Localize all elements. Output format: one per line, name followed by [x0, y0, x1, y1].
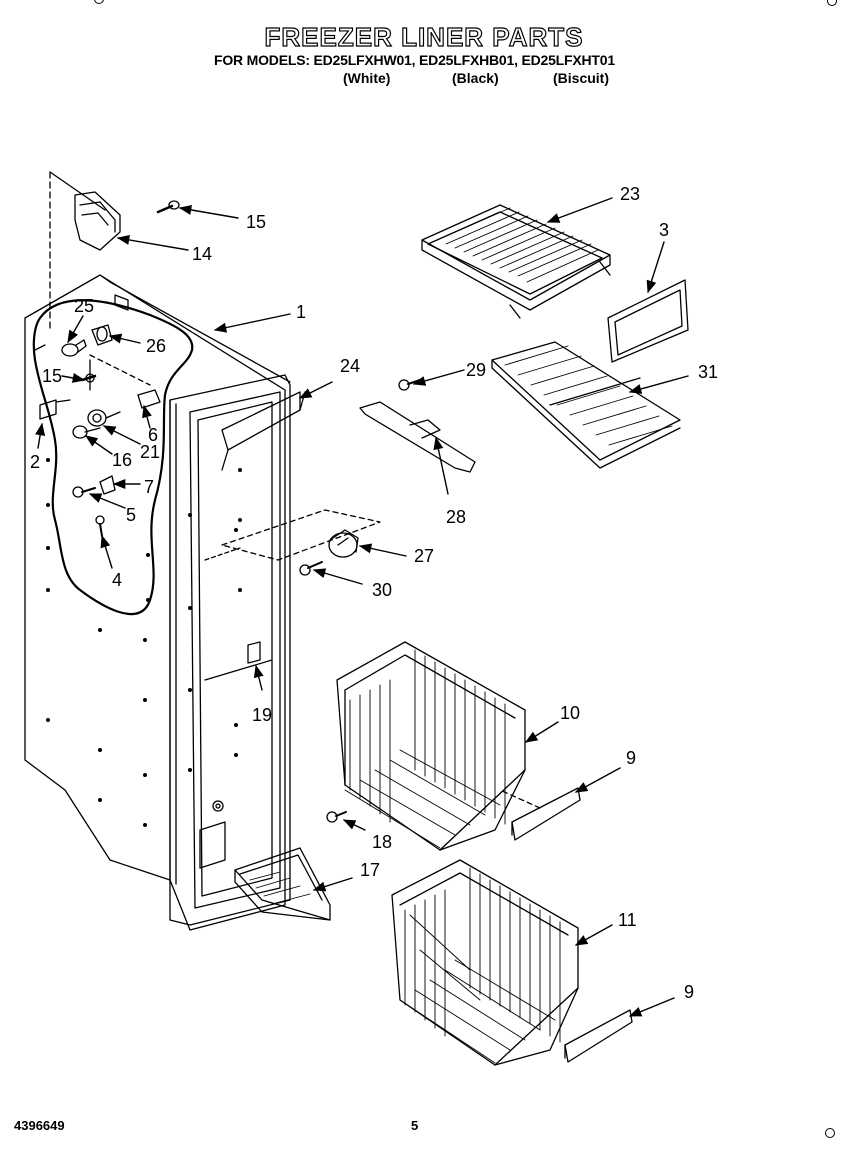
page-header: FREEZER LINER PARTS: [0, 21, 848, 52]
basket-front-9-top: [499, 787, 581, 841]
callout-28: 28: [446, 507, 466, 527]
callout-15-lower: 15: [42, 366, 62, 386]
callout-5: 5: [126, 505, 136, 525]
document-number: 4396649: [14, 1118, 65, 1133]
callout-26: 26: [146, 336, 166, 356]
bracket-28: [359, 401, 476, 473]
clip-6: [137, 389, 161, 409]
callout-25: 25: [74, 296, 94, 316]
models-line: FOR MODELS: ED25LFXHW01, ED25LFXHB01, ED…: [214, 52, 615, 68]
basket-10: [336, 641, 526, 851]
variant-black: (Black): [452, 70, 499, 86]
damper-27: [221, 509, 381, 561]
callout-30: 30: [372, 580, 392, 600]
freezer-liner-body: [24, 171, 291, 931]
shelf-23: [421, 204, 611, 319]
callout-11: 11: [618, 910, 637, 930]
basket-11: [391, 859, 579, 1066]
callout-9-top: 9: [626, 748, 636, 768]
screw-30: [299, 561, 323, 576]
bulb-25: [61, 339, 87, 357]
variant-white: (White): [343, 70, 391, 86]
screw-4: [95, 515, 105, 537]
callout-19: 19: [252, 705, 272, 725]
callout-3: 3: [659, 220, 669, 240]
callout-27: 27: [414, 546, 434, 566]
screw-5: [72, 486, 96, 498]
bracket-14: [74, 191, 121, 251]
callout-labels: 23 3 15 14 1 25 26 15 24 29 31 6 2 16 21…: [30, 184, 718, 1002]
callout-17: 17: [360, 860, 380, 880]
page-number: 5: [411, 1118, 419, 1133]
callout-4: 4: [112, 570, 122, 590]
screw-29: [398, 379, 421, 391]
wire-shelf-31: [491, 341, 681, 469]
callout-6: 6: [148, 425, 158, 445]
variant-biscuit: (Biscuit): [553, 70, 609, 86]
color-variants: (White) (Black) (Biscuit): [0, 70, 848, 90]
thermostat-21: [87, 409, 121, 427]
callout-10: 10: [560, 703, 580, 723]
callout-9-bottom: 9: [684, 982, 694, 1002]
callout-1: 1: [296, 302, 306, 322]
callout-24: 24: [340, 356, 360, 376]
callout-15: 15: [246, 212, 266, 232]
callout-23: 23: [620, 184, 640, 204]
screw-15-top: [156, 200, 180, 214]
registration-mark: [825, 1128, 835, 1138]
screw-18: [326, 811, 347, 823]
callout-29: 29: [466, 360, 486, 380]
callout-18: 18: [372, 832, 392, 852]
registration-mark: [827, 0, 837, 6]
screw-15-mid: [80, 373, 97, 383]
basket-front-9-bottom: [564, 1009, 633, 1063]
switch-19: [247, 641, 261, 664]
part-7: [99, 475, 116, 495]
switch-2: [39, 399, 71, 420]
callout-14: 14: [192, 244, 212, 264]
callout-2: 2: [30, 452, 40, 472]
callout-16: 16: [112, 450, 132, 470]
leader-lines: [35, 197, 689, 1017]
page-title: FREEZER LINER PARTS: [264, 21, 584, 52]
callout-7: 7: [144, 477, 154, 497]
callout-31: 31: [698, 362, 718, 382]
lamp-socket-26: [91, 324, 113, 346]
knob-16: [72, 425, 101, 439]
callout-21: 21: [140, 442, 160, 462]
trim-3: [607, 279, 689, 363]
